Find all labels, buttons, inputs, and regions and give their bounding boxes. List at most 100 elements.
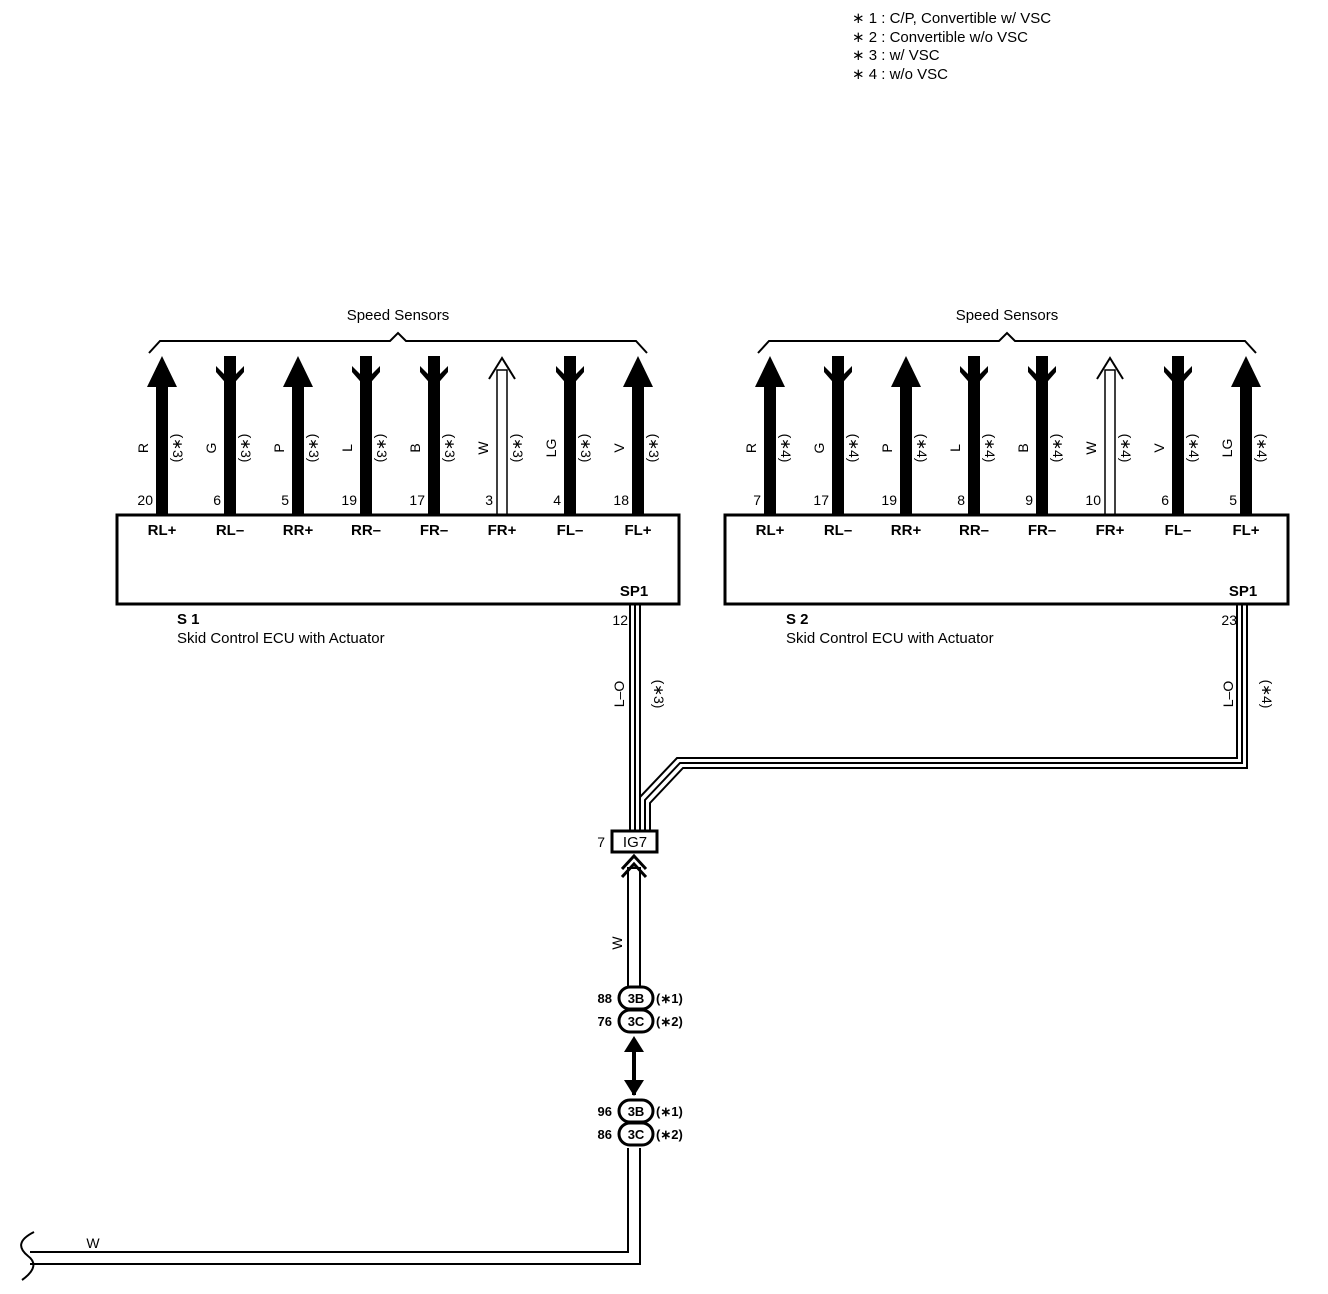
- wire[interactable]: [832, 368, 844, 515]
- connector-code: 3B: [628, 1104, 645, 1119]
- pin-number: 20: [137, 492, 153, 508]
- sp1-variant-note: (∗3): [651, 680, 667, 709]
- pin-number: 17: [409, 492, 425, 508]
- terminal-label: FL+: [1232, 522, 1259, 539]
- connector-code: 3C: [628, 1014, 645, 1029]
- ecu-name: Skid Control ECU with Actuator: [177, 630, 385, 647]
- variant-note: (∗2): [656, 1014, 683, 1029]
- sensor-wire-group: R(∗3)20G(∗3)6P(∗3)5L(∗3)19B(∗3)17W(∗3)3L…: [135, 356, 662, 516]
- wire[interactable]: [764, 368, 776, 515]
- sp1-wire-s2[interactable]: [649, 604, 1248, 830]
- wire[interactable]: [1240, 368, 1252, 515]
- variant-note: (∗3): [170, 434, 186, 463]
- terminal-label: RL+: [148, 522, 177, 539]
- white-wire[interactable]: [627, 867, 641, 991]
- wire[interactable]: [1036, 368, 1048, 515]
- variant-note: (∗1): [656, 991, 683, 1006]
- pin-number: 5: [281, 492, 289, 508]
- bottom-wire-color-label: W: [86, 1235, 100, 1251]
- sensor-wire-FR+: W (∗3) 3: [475, 356, 526, 516]
- junction-oval[interactable]: [617, 1121, 655, 1147]
- wire[interactable]: [900, 368, 912, 515]
- ig7-connector[interactable]: IG7 7: [597, 829, 659, 854]
- pin-number: 76: [598, 1014, 612, 1029]
- wire[interactable]: [1172, 368, 1184, 515]
- break-mark-icon: [20, 1231, 35, 1281]
- variant-note: (∗4): [1186, 434, 1202, 463]
- variant-note: (∗3): [578, 434, 594, 463]
- white-wire[interactable]: [1104, 369, 1116, 516]
- connector-code: 3C: [628, 1127, 645, 1142]
- variant-note: (∗3): [442, 434, 458, 463]
- wire[interactable]: [292, 368, 304, 515]
- pin-number: 3: [485, 492, 493, 508]
- terminal-label: FL+: [624, 522, 651, 539]
- wire[interactable]: [360, 368, 372, 515]
- terminal-label: RL+: [756, 522, 785, 539]
- ecu-box[interactable]: [115, 513, 681, 606]
- arrow-up-icon: [623, 356, 653, 387]
- variant-note: (∗1): [656, 1104, 683, 1119]
- sensor-wire-FL–: V(∗4)6: [1151, 356, 1202, 515]
- terminal-label: FR+: [1096, 522, 1125, 539]
- sp1-terminal-label: SP1: [620, 583, 648, 600]
- ecu-id: S 2: [786, 611, 809, 628]
- arrow-down-icon: [824, 366, 852, 388]
- variant-note: (∗3): [238, 434, 254, 463]
- junction-oval[interactable]: [617, 1008, 655, 1034]
- wire-color-label: R: [135, 443, 151, 453]
- wire-color-label: V: [611, 443, 627, 453]
- arrow-up-icon: [147, 356, 177, 387]
- variant-note: (∗3): [646, 434, 662, 463]
- terminal-label: FL–: [1165, 522, 1192, 539]
- wire-color-label: G: [203, 443, 219, 454]
- speed-sensors-brace: [757, 331, 1257, 354]
- wire[interactable]: [564, 368, 576, 515]
- sensor-wire-RR+: P(∗3)5: [271, 356, 322, 515]
- white-wire[interactable]: [496, 369, 508, 516]
- sp1-terminal-label: SP1: [1229, 583, 1257, 600]
- variant-note: (∗4): [1254, 434, 1270, 463]
- sensor-wire-RL–: G(∗3)6: [203, 356, 254, 515]
- sp1-wire-s2[interactable]: [639, 604, 1238, 830]
- sp1-variant-note: (∗4): [1259, 680, 1275, 709]
- white-wire[interactable]: [30, 1148, 641, 1265]
- ecu-box[interactable]: [723, 513, 1290, 606]
- arrow-up-icon: [1231, 356, 1261, 387]
- sensor-wire-FL+: V (∗3) 18: [611, 356, 662, 515]
- wire[interactable]: [224, 368, 236, 515]
- terminal-label: RR+: [891, 522, 922, 539]
- wire[interactable]: [968, 368, 980, 515]
- wire-color-label: W: [475, 441, 491, 455]
- wire-tip: [428, 356, 440, 370]
- sp1-wire-s2[interactable]: [644, 604, 1243, 830]
- terminal-label: FR+: [488, 522, 517, 539]
- wire[interactable]: [632, 368, 644, 515]
- variant-note: (∗4): [982, 434, 998, 463]
- arrow-up-icon: [488, 356, 516, 380]
- pin-number: 86: [598, 1127, 612, 1142]
- ig7-box[interactable]: [610, 829, 659, 854]
- ecu-name: Skid Control ECU with Actuator: [786, 630, 994, 647]
- ig7-pin-number: 7: [597, 834, 605, 850]
- variant-note: (∗3): [374, 434, 390, 463]
- variant-note: (∗2): [656, 1127, 683, 1142]
- legend: ∗ 1 : C/P, Convertible w/ VSC ∗ 2 : Conv…: [852, 10, 1051, 83]
- terminal-label: RR+: [283, 522, 314, 539]
- arrow-down-icon: [420, 366, 448, 388]
- legend-item-2: ∗ 2 : Convertible w/o VSC: [852, 29, 1028, 46]
- wire-color-label: P: [271, 443, 287, 452]
- terminal-label: RL–: [216, 522, 244, 539]
- wire-tip: [360, 356, 372, 370]
- terminal-label: RR–: [959, 522, 989, 539]
- wire-color-label: LG: [543, 439, 559, 458]
- connector-code: 3B: [628, 991, 645, 1006]
- pin-number: 18: [613, 492, 629, 508]
- wire[interactable]: [156, 368, 168, 515]
- arrow-down-icon: [216, 366, 244, 388]
- variant-note: (∗3): [510, 434, 526, 463]
- wire-tip: [832, 356, 844, 370]
- wire[interactable]: [428, 368, 440, 515]
